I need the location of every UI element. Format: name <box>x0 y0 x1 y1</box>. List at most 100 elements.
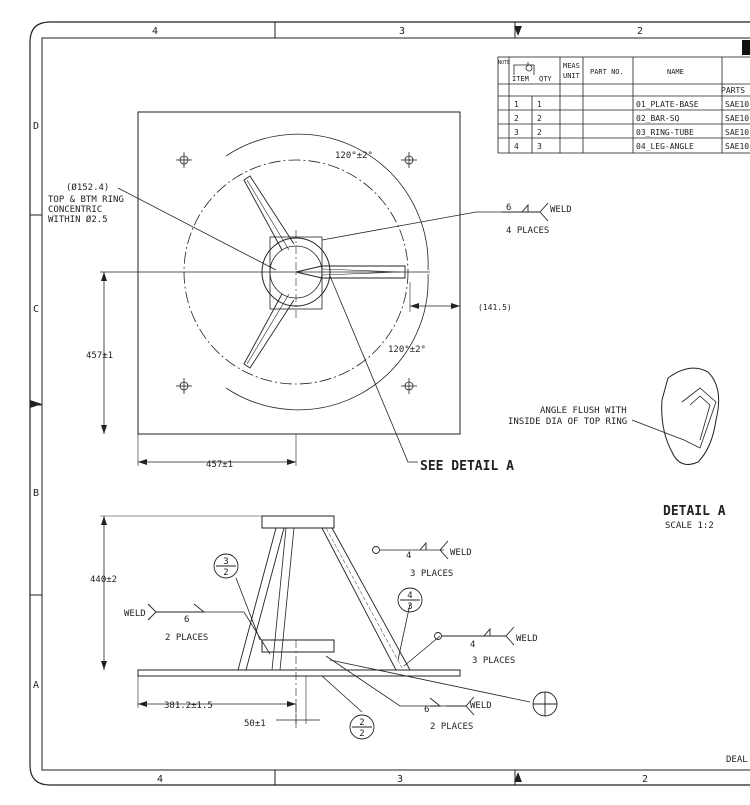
parts-row-item: 2 <box>514 114 519 123</box>
dim-arrow <box>138 701 147 707</box>
weld-label-side-left: WELD <box>124 609 146 619</box>
weld-label-side-top: WELD <box>450 548 472 558</box>
detail-a-view <box>631 367 720 465</box>
parts-header-name: NAME <box>667 68 684 76</box>
parts-header-meas: MEAS <box>563 62 580 70</box>
parts-title-row: PARTS <box>721 86 745 95</box>
parts-row-material: SAE10 <box>725 114 749 123</box>
detail-title: DETAIL A <box>663 504 726 519</box>
detail-note-line-2: INSIDE DIA OF TOP RING <box>508 417 627 427</box>
parts-row-material: SAE10 <box>725 100 749 109</box>
zone-top-3: 3 <box>399 26 405 37</box>
parts-row-name: 04_LEG-ANGLE <box>636 142 694 151</box>
detail-scale: SCALE 1:2 <box>665 521 714 531</box>
zone-side-a: A <box>33 680 39 691</box>
detail-note-line-1: ANGLE FLUSH WITH <box>540 406 627 416</box>
dim-arrow <box>101 661 107 670</box>
side-bottom-ring <box>261 639 335 653</box>
dim-reference: (141.5) <box>478 303 512 312</box>
zone-side-d: D <box>33 121 39 132</box>
weld-size-side-bottom: 6 <box>424 705 429 715</box>
weld-places-side-top: 3 PLACES <box>410 569 453 579</box>
parts-row-item: 4 <box>514 142 519 151</box>
weld-places-side-bottom: 2 PLACES <box>430 722 473 732</box>
ring-note-line-1: (Ø152.4) <box>66 182 109 193</box>
weld-label-top-view: WELD <box>550 205 572 215</box>
parts-row-name: 01_PLATE-BASE <box>636 100 699 109</box>
angle-top: 120°±2° <box>335 151 373 161</box>
parts-row-name: 03_RING-TUBE <box>636 128 694 137</box>
dim-arrow <box>287 459 296 465</box>
dim-arrow <box>451 303 460 309</box>
side-view <box>100 515 531 730</box>
ring-note-line-2: TOP & BTM RING <box>48 195 124 205</box>
side-top-ring <box>261 515 335 529</box>
weld-symbols-side <box>147 540 558 717</box>
dim-arrow <box>101 272 107 281</box>
parts-header-part-no: PART NO. <box>590 68 624 76</box>
item-balloons <box>213 553 423 740</box>
note-col-marker: NOTE <box>498 60 510 66</box>
parts-row-qty: 2 <box>537 114 542 123</box>
base-plate-outline <box>137 111 461 435</box>
weld-label-side-bottom: WELD <box>470 701 492 711</box>
footer-fragment: DEAL <box>726 755 748 765</box>
balloon-b-bottom: 3 <box>407 602 412 612</box>
center-mark-top <box>514 26 522 36</box>
parts-row-qty: 3 <box>537 142 542 151</box>
weld-label-side-right: WELD <box>516 634 538 644</box>
parts-table-rows: 1 1 01_PLATE-BASE SAE10 2 2 02_BAR-SQ SAE10 3 2 03… <box>514 100 749 151</box>
dim-arrow <box>101 516 107 525</box>
balloon-c-bottom: 2 <box>359 729 364 739</box>
weld-size-side-left: 6 <box>184 615 189 625</box>
center-mark-bottom <box>514 772 522 782</box>
dim-offset: 50±1 <box>244 719 266 729</box>
zone-bottom-2: 2 <box>642 774 648 785</box>
weld-size-top-view: 6 <box>506 203 511 213</box>
weld-symbol-top <box>502 202 549 222</box>
zone-side-c: C <box>33 304 39 315</box>
parts-header-item: ITEM <box>512 75 529 83</box>
dim-arrow <box>410 303 419 309</box>
parts-header-qty: QTY <box>539 75 552 83</box>
dim-vertical: 457±1 <box>86 351 113 361</box>
dim-horizontal: 457±1 <box>206 460 233 470</box>
ring-note-line-4: WITHIN Ø2.5 <box>48 214 108 225</box>
parts-row-material: SAE10 <box>725 128 749 137</box>
parts-table-grid <box>497 56 750 154</box>
balloon-a-top: 3 <box>223 557 228 567</box>
zone-bottom-4: 4 <box>157 774 163 785</box>
parts-row-item: 1 <box>514 100 519 109</box>
weld-size-side-right: 4 <box>470 640 475 650</box>
ring-note-line-3: CONCENTRIC <box>48 205 102 215</box>
parts-row-qty: 1 <box>537 100 542 109</box>
angle-bottom: 120°±2° <box>388 345 426 355</box>
weld-places-top-view: 4 PLACES <box>506 226 549 236</box>
weld-size-side-top: 4 <box>406 551 411 561</box>
weld-places-side-right: 3 PLACES <box>472 656 515 666</box>
parts-row-name: 02_BAR-SQ <box>636 114 680 123</box>
zone-bottom-3: 3 <box>397 774 403 785</box>
title-block-corner <box>742 40 750 55</box>
top-view <box>100 111 502 466</box>
dim-arrow <box>138 459 147 465</box>
see-detail-a: SEE DETAIL A <box>420 459 514 474</box>
dim-height: 440±2 <box>90 575 117 585</box>
parts-row-material: SAE10 <box>725 142 749 151</box>
side-base-plate <box>137 669 461 677</box>
zone-top-4: 4 <box>152 26 158 37</box>
parts-row-qty: 2 <box>537 128 542 137</box>
dim-arrow <box>101 425 107 434</box>
balloon-c-top: 2 <box>359 718 364 728</box>
parts-header-unit: UNIT <box>563 72 581 80</box>
center-mark-left <box>30 400 42 408</box>
dim-base: 381.2±1.5 <box>164 701 213 711</box>
parts-row-item: 3 <box>514 128 519 137</box>
balloon-b-top: 4 <box>407 591 412 601</box>
balloon-a-bottom: 2 <box>223 568 228 578</box>
weld-places-side-left: 2 PLACES <box>165 633 208 643</box>
zone-side-b: B <box>33 488 39 499</box>
zone-top-2: 2 <box>637 26 643 37</box>
dim-arrow <box>287 701 296 707</box>
